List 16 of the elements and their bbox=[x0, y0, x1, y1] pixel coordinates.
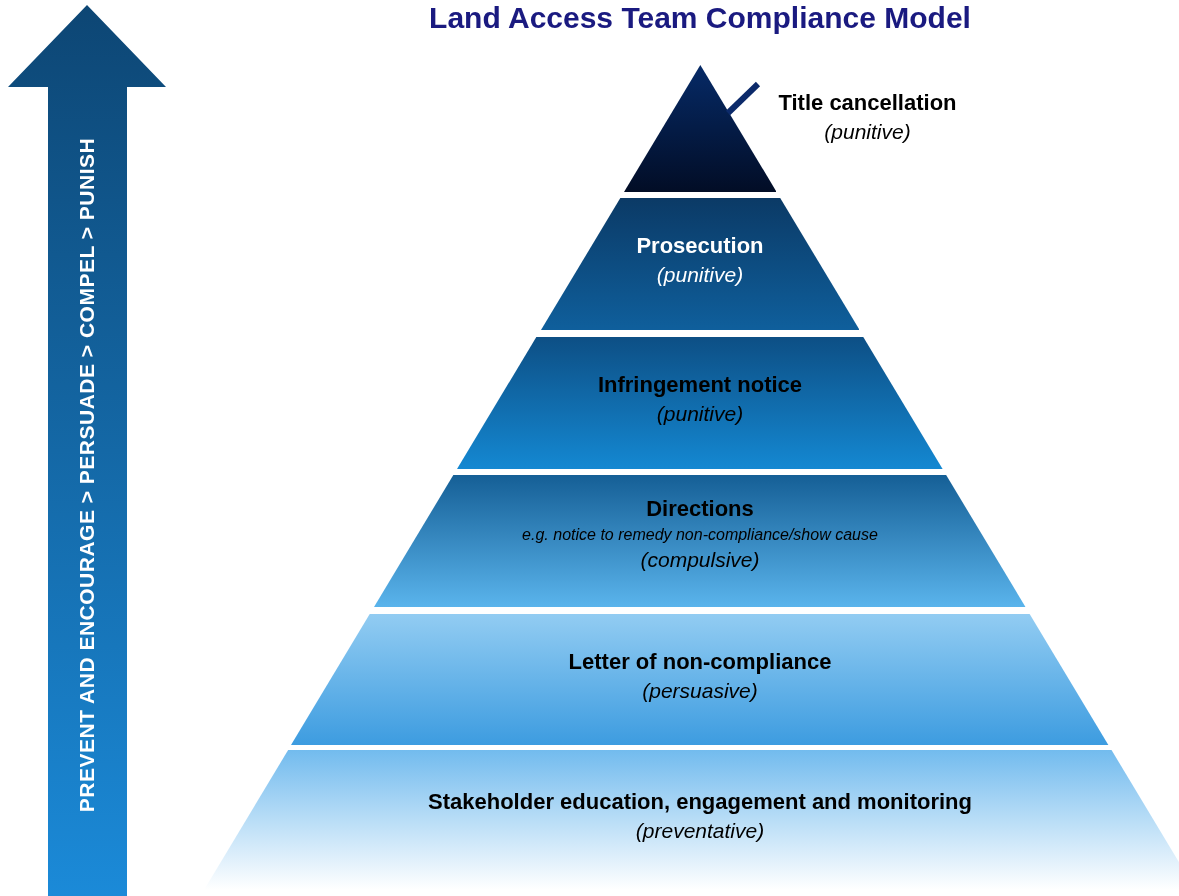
tier-category: (persuasive) bbox=[641, 677, 759, 704]
tier-category: (preventative) bbox=[634, 818, 766, 844]
tier-heading: Directions bbox=[645, 494, 755, 523]
tier-category: (punitive) bbox=[655, 262, 745, 288]
arrow-text: PREVENT AND ENCOURAGE > PERSUADE > COMPEL > PUNISH bbox=[75, 137, 99, 813]
tier-heading: Letter of non-compliance bbox=[568, 647, 832, 676]
tier-heading: Stakeholder education, engagement and monitoring bbox=[428, 788, 972, 816]
tier-category: (compulsive) bbox=[639, 546, 761, 573]
tier-category: (punitive) bbox=[655, 401, 745, 427]
leader-line bbox=[725, 81, 761, 116]
tier-category: (punitive) bbox=[823, 119, 912, 145]
diagram-title: Land Access Team Compliance Model bbox=[428, 0, 972, 36]
tier-heading: Prosecution bbox=[636, 232, 764, 260]
tier-example: e.g. notice to remedy non-compliance/show cause bbox=[522, 524, 878, 545]
tier-heading: Title cancellation bbox=[778, 89, 957, 117]
tier-heading: Infringement notice bbox=[597, 371, 803, 399]
